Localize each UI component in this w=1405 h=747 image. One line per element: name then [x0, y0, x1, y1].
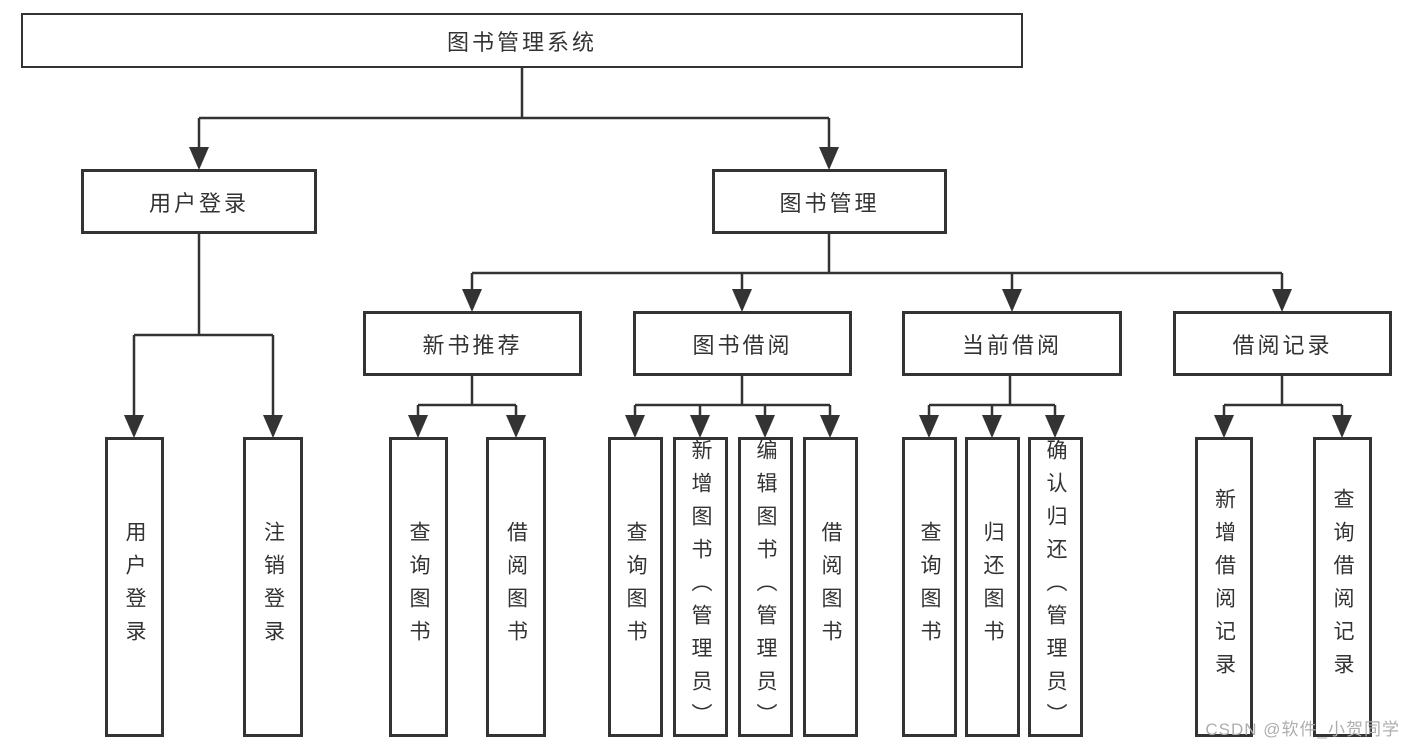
node-query-borrow-record: 查询借阅记录	[1313, 437, 1372, 737]
node-label: 当前借阅	[961, 332, 1062, 358]
arrow-down-icon	[820, 415, 840, 438]
node-user-login: 用户登录	[81, 169, 317, 234]
arrow-down-icon	[189, 147, 209, 170]
node-book-borrowing: 图书借阅	[633, 311, 852, 376]
arrow-down-icon	[1332, 415, 1352, 438]
csdn-watermark: CSDN @软件_小贺同学	[1205, 720, 1400, 739]
node-label: 查询图书	[918, 521, 941, 653]
node-add-borrow-record: 新增借阅记录	[1195, 437, 1253, 737]
node-label: 用户登录	[123, 521, 146, 653]
node-confirm-return-admin: 确认归还（管理员）	[1028, 437, 1083, 737]
arrow-down-icon	[408, 415, 428, 438]
arrow-down-icon	[919, 415, 939, 438]
node-label: 查询图书	[624, 521, 647, 653]
node-borrow-books: 借阅图书	[803, 437, 858, 737]
arrow-down-icon	[1214, 415, 1234, 438]
node-borrowing-records: 借阅记录	[1173, 311, 1392, 376]
node-label: 图书借阅	[692, 332, 793, 358]
node-label: 新增图书（管理员）	[689, 438, 712, 736]
node-label: 借阅记录	[1232, 332, 1333, 358]
node-label: 借阅图书	[504, 521, 528, 653]
node-logout: 注销登录	[243, 437, 303, 737]
node-label: 注销登录	[261, 521, 285, 653]
node-edit-books-admin: 编辑图书（管理员）	[738, 437, 793, 737]
node-current-borrowing: 当前借阅	[902, 311, 1122, 376]
arrow-down-icon	[982, 415, 1002, 438]
node-label: 新增借阅记录	[1212, 488, 1236, 686]
arrow-down-icon	[1272, 289, 1292, 312]
node-label: 新书推荐	[422, 332, 523, 358]
node-label: 图书管理系统	[446, 29, 597, 55]
node-add-books-admin: 新增图书（管理员）	[673, 437, 728, 737]
node-label: 图书管理	[779, 190, 880, 216]
node-library-system: 图书管理系统	[21, 13, 1023, 68]
node-borrow-books-recommend: 借阅图书	[486, 437, 546, 737]
node-label: 查询图书	[407, 521, 430, 653]
node-query-books-current: 查询图书	[902, 437, 957, 737]
node-query-books-recommend: 查询图书	[389, 437, 448, 737]
node-new-book-recommend: 新书推荐	[363, 311, 582, 376]
node-label: 编辑图书（管理员）	[754, 438, 777, 736]
arrow-down-icon	[819, 147, 839, 170]
arrow-down-icon	[1002, 289, 1022, 312]
node-label: 用户登录	[148, 190, 249, 216]
arrow-down-icon	[625, 415, 645, 438]
node-login: 用户登录	[105, 437, 164, 737]
node-return-books: 归还图书	[965, 437, 1020, 737]
node-label: 借阅图书	[819, 521, 842, 653]
node-label: 确认归还（管理员）	[1044, 438, 1067, 736]
node-label: 归还图书	[981, 521, 1004, 653]
arrow-down-icon	[462, 289, 482, 312]
arrow-down-icon	[1045, 415, 1065, 438]
node-label: 查询借阅记录	[1331, 488, 1354, 686]
node-query-books-borrow: 查询图书	[608, 437, 663, 737]
node-book-management: 图书管理	[712, 169, 947, 234]
arrow-down-icon	[263, 415, 283, 438]
arrow-down-icon	[506, 415, 526, 438]
arrow-down-icon	[732, 289, 752, 312]
arrow-down-icon	[690, 415, 710, 438]
arrow-down-icon	[124, 415, 144, 438]
arrow-down-icon	[755, 415, 775, 438]
